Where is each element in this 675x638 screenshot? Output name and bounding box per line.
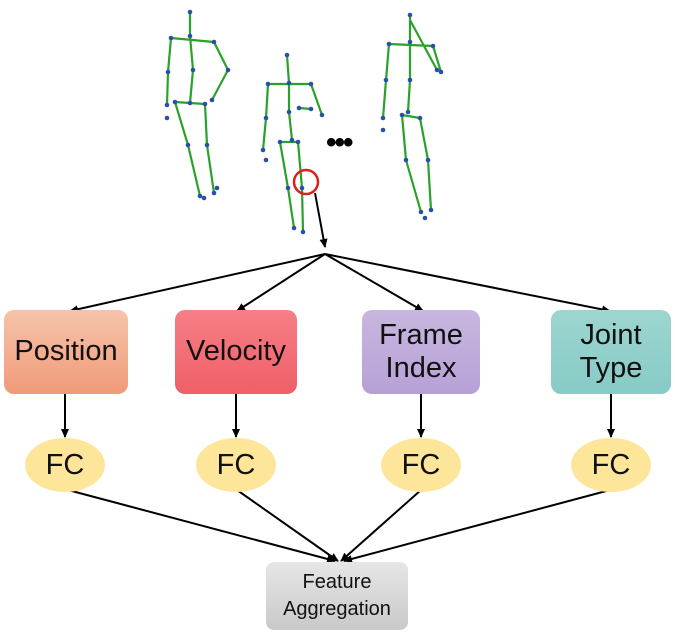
skeleton-joint <box>291 225 297 231</box>
skeleton-figure-2 <box>260 52 325 235</box>
skeleton-joint <box>187 9 193 15</box>
fc-layer-position: FC <box>25 438 105 492</box>
skeleton-joint <box>308 81 314 87</box>
skeleton-joint <box>399 112 405 118</box>
skeleton-joint <box>197 193 203 199</box>
skeleton-joint <box>225 67 231 73</box>
skeleton-joint <box>295 139 301 145</box>
split-arrow-velocity <box>236 253 326 312</box>
skeleton-joint <box>209 97 215 103</box>
skeleton-joint <box>263 157 269 163</box>
skeleton-joint <box>434 67 440 73</box>
skeleton-joint <box>172 99 178 105</box>
skeleton-joint <box>405 109 411 115</box>
skeleton-joint <box>438 69 444 75</box>
skeleton-bones-2 <box>261 53 324 234</box>
skeleton-joint <box>428 207 434 213</box>
skeleton-figure-3 <box>380 12 444 221</box>
skeleton-joint <box>299 185 305 191</box>
skeleton-joint <box>164 115 170 121</box>
velocity-label: Velocity <box>186 335 286 368</box>
frame-index-label-line-1: Frame <box>379 318 463 351</box>
fc-to-aggregation-arrow-4 <box>343 489 611 563</box>
skeleton-joint <box>380 115 386 121</box>
skeleton-joint <box>417 115 423 121</box>
skeleton-bones-1 <box>165 10 230 198</box>
skeleton-joint <box>422 215 428 221</box>
frame-index-feature-box: Frame Index <box>362 310 480 394</box>
split-arrow-joint-type <box>324 253 611 314</box>
split-arrow-frame-index <box>324 253 424 312</box>
skeleton-joint <box>296 105 302 111</box>
skeleton-joint <box>260 147 266 153</box>
skeleton-joint <box>407 77 413 83</box>
fc-to-aggregation-arrow-2 <box>236 489 339 562</box>
skeleton-joint <box>164 102 170 108</box>
fc-layer-frame-index: FC <box>381 438 461 492</box>
skeleton-joint <box>284 52 290 58</box>
skeleton-joint <box>187 100 193 106</box>
skeleton-joint <box>185 142 191 148</box>
skeleton-joint <box>286 80 292 86</box>
skeleton-joint <box>190 67 196 73</box>
skeleton-joint <box>383 77 389 83</box>
skeleton-joint <box>418 209 424 215</box>
skeleton-joint <box>202 101 208 107</box>
frame-index-label-line-2: Index <box>385 352 457 384</box>
skeleton-joint <box>319 112 325 118</box>
feature-aggregation-box: Feature Aggregation <box>266 562 408 630</box>
skeleton-joint <box>407 12 413 18</box>
skeleton-joint <box>204 142 210 148</box>
skeleton-joint <box>300 229 306 235</box>
skeleton-joint <box>386 41 392 47</box>
skeleton-joint <box>289 137 295 143</box>
skeleton-joint <box>265 81 271 87</box>
skeleton-joint <box>187 33 193 39</box>
position-feature-box: Position <box>4 310 128 394</box>
aggregation-label-line-2: Aggregation <box>283 598 391 620</box>
skeleton-bones-3 <box>381 13 443 214</box>
skeleton-joint <box>286 109 292 115</box>
position-label: Position <box>14 335 118 368</box>
joint-type-label-line-1: Joint <box>580 318 642 351</box>
split-arrow-position <box>69 253 326 314</box>
skeleton-joint <box>380 127 386 133</box>
skeleton-figure-1 <box>164 9 231 201</box>
skeleton-joint <box>285 185 291 191</box>
skeleton-joint <box>277 139 283 145</box>
skeleton-joint <box>214 185 220 191</box>
fc-layer-joint-type: FC <box>571 438 651 492</box>
skeleton-joint <box>403 157 409 163</box>
skeleton-joint <box>168 35 174 41</box>
skeleton-joint <box>211 190 217 196</box>
sequence-ellipsis: ••• <box>326 126 353 159</box>
skeleton-joint <box>430 43 436 49</box>
skeleton-joint <box>263 115 269 121</box>
skeleton-joint <box>211 39 217 45</box>
joint-type-label-line-2: Type <box>579 352 643 384</box>
velocity-feature-box: Velocity <box>175 310 297 394</box>
skeleton-joint <box>201 195 207 201</box>
skeleton-joint <box>308 106 314 112</box>
joint-type-feature-box: Joint Type <box>551 310 671 394</box>
fc-to-aggregation-arrow-3 <box>340 489 422 562</box>
skeleton-joint <box>425 157 431 163</box>
joint-to-split-arrow <box>314 192 328 248</box>
fc-to-aggregation-arrow-1 <box>67 489 336 563</box>
aggregation-label-line-1: Feature <box>302 571 372 593</box>
skeleton-joint <box>407 39 413 45</box>
skeleton-joint <box>165 69 171 75</box>
fc-layer-velocity: FC <box>196 438 276 492</box>
highlight-circle <box>292 168 320 196</box>
